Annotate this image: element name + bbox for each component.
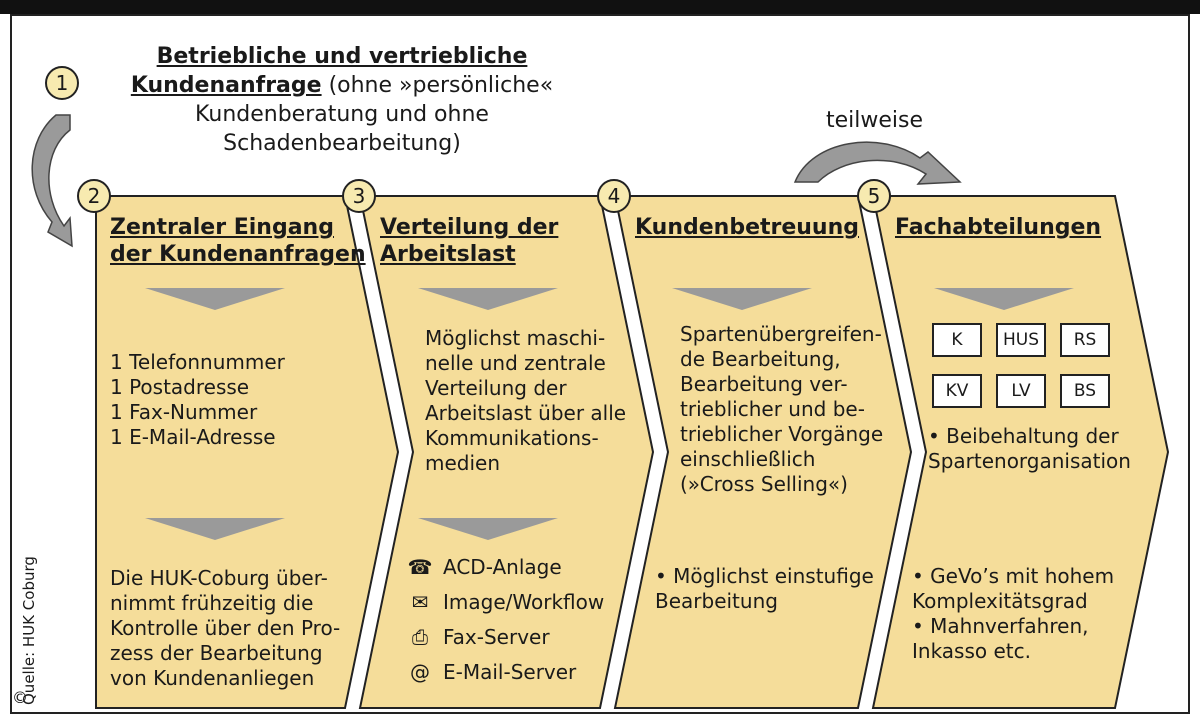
channel-label: ACD-Anlage [443, 555, 562, 579]
intro-text: Betriebliche und vertriebliche Kundenanf… [122, 42, 562, 158]
down-triangle [672, 288, 812, 310]
down-triangle [418, 518, 558, 540]
division-box: HUS [996, 323, 1046, 357]
channel-label: Fax-Server [443, 625, 550, 649]
division-box: RS [1060, 323, 1110, 357]
stage-5-title: Fachabteilungen [895, 215, 1102, 240]
source-credit: Quelle: HUK Coburg [20, 556, 38, 705]
stage-2-title: Zentraler Eingang der Kundenanfragen [110, 215, 366, 267]
stage-2-chevron [95, 195, 400, 709]
channel-email: @ E-Mail-Server [405, 659, 576, 685]
at-icon: @ [410, 660, 430, 684]
down-triangle [934, 288, 1074, 310]
arrow-label: teilweise [826, 108, 924, 133]
channel-image-workflow: ✉ Image/Workflow [405, 589, 605, 615]
step-5-marker: 5 [857, 179, 891, 213]
division-box: K [932, 323, 982, 357]
channel-fax: ⎙ Fax-Server [405, 624, 550, 650]
stage-2-upper-text: 1 Telefonnummer 1 Postadresse 1 Fax-Numm… [110, 350, 285, 449]
down-triangle [145, 518, 285, 540]
stage-4-lower-text: • Möglichst einstufige Bearbeitung [655, 564, 874, 613]
channel-label: E-Mail-Server [443, 660, 577, 684]
curved-arrow-teilweise [793, 141, 962, 185]
division-box: BS [1060, 374, 1110, 408]
envelope-icon: ✉ [411, 590, 429, 614]
stage-2-lower-text: Die HUK-Coburg über- nimmt frühzeitig di… [110, 566, 341, 690]
stage-5-lower-text: • GeVo’s mit hohem Komplexitätsgrad • Ma… [912, 564, 1115, 663]
top-bar [0, 0, 1200, 14]
division-box: KV [932, 374, 982, 408]
copyright-mark: © [12, 688, 28, 707]
phone-icon: ☎ [407, 555, 433, 579]
step-3-marker: 3 [342, 179, 376, 213]
step-2-marker: 2 [77, 179, 111, 213]
down-triangle [418, 288, 558, 310]
step-4-marker: 4 [597, 179, 631, 213]
stage-4-title: Kundenbetreuung [635, 215, 860, 240]
fax-icon: ⎙ [412, 625, 428, 649]
stage-4-upper-text: Spartenübergreifen- de Bearbeitung, Bear… [680, 322, 884, 496]
channel-label: Image/Workflow [443, 590, 605, 614]
down-triangle [145, 288, 285, 310]
channel-acd: ☎ ACD-Anlage [405, 554, 562, 580]
step-1-marker: 1 [45, 66, 79, 100]
stage-3-title: Verteilung der Arbeitslast [380, 215, 559, 267]
division-box: LV [996, 374, 1046, 408]
intro-title: Betriebliche und vertriebliche Kundenanf… [130, 44, 528, 98]
stage-3-upper-text: Möglichst maschi- nelle und zentrale Ver… [425, 326, 627, 475]
curved-arrow-step1 [31, 114, 73, 248]
intro-subtitle: (ohne »persönliche« Kundenberatung und o… [195, 73, 554, 156]
stage-5-upper-text: • Beibehaltung der Spartenorganisation [928, 424, 1131, 473]
